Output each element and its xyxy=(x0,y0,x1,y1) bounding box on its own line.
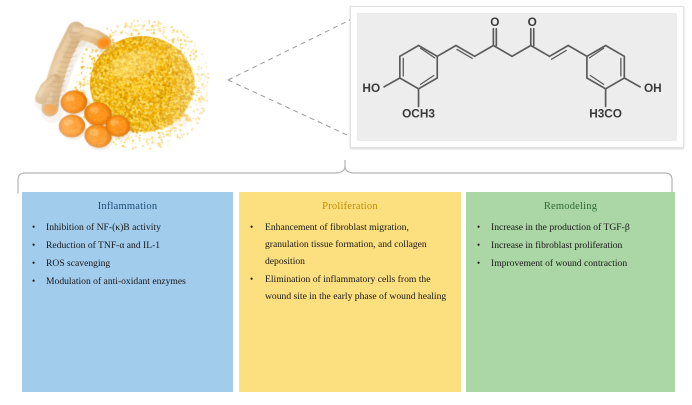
list-item: • ROS scavenging xyxy=(30,255,225,272)
bullet-icon: • xyxy=(32,222,36,232)
label-ketone-left: O xyxy=(490,15,499,29)
bullet-icon: • xyxy=(250,222,254,232)
dashed-zoom-callout xyxy=(227,15,359,141)
turmeric-photo-canvas xyxy=(14,8,230,160)
label-hydroxyl-right: OH xyxy=(644,81,662,95)
curcumin-skeletal-formula: O O HO OH OCH3 H3CO xyxy=(362,15,662,121)
turmeric-photo xyxy=(14,8,230,160)
label-hydroxyl-left: HO xyxy=(362,81,380,95)
list-item: • Reduction of TNF-α and IL-1 xyxy=(30,237,225,254)
category-list-inflammation: • Inhibition of NF-(κ)B activity • Reducti… xyxy=(30,219,225,290)
structure-inner-area: O O HO OH OCH3 H3CO xyxy=(357,13,677,141)
bullet-icon: • xyxy=(477,240,481,250)
category-box-remodeling: Remodeling • Increase in the production o… xyxy=(466,192,675,392)
label-methoxy-left: OCH3 xyxy=(402,106,435,120)
category-list-proliferation: • Enhancement of fibroblast migration, gr… xyxy=(247,219,453,305)
category-title-remodeling: Remodeling xyxy=(543,201,598,212)
list-item: • Inhibition of NF-(κ)B activity xyxy=(30,219,225,236)
curly-brace-connector xyxy=(17,160,673,194)
list-item: • Modulation of anti-oxidant enzymes xyxy=(30,273,225,290)
list-item-text: Increase in fibroblast proliferation xyxy=(491,240,623,251)
bullet-icon: • xyxy=(32,258,36,268)
bullet-icon: • xyxy=(477,222,481,232)
list-item-text: Improvement of wound contraction xyxy=(491,258,628,269)
list-item-text: ROS scavenging xyxy=(46,258,111,269)
list-item-text: Inhibition of NF-(κ)B activity xyxy=(46,222,161,233)
list-item-text: Enhancement of fibroblast migration, gra… xyxy=(265,222,427,267)
list-item-text: Modulation of anti-oxidant enzymes xyxy=(46,276,186,287)
bullet-icon: • xyxy=(32,240,36,250)
category-list-remodeling: • Increase in the production of TGF-β • In… xyxy=(474,219,667,272)
list-item: • Increase in the production of TGF-β xyxy=(474,219,667,236)
list-item-text: Elimination of inflammatory cells from t… xyxy=(265,274,447,302)
label-methoxy-right: H3CO xyxy=(589,106,622,120)
bullet-icon: • xyxy=(250,274,254,284)
category-box-proliferation: Proliferation • Enhancement of fibroblast… xyxy=(239,192,461,392)
list-item: • Enhancement of fibroblast migration, gr… xyxy=(247,219,453,270)
bullet-icon: • xyxy=(477,258,481,268)
category-box-inflammation: Inflammation • Inhibition of NF-(κ)B acti… xyxy=(22,192,233,392)
list-item: • Elimination of inflammatory cells from … xyxy=(247,271,453,305)
curcumin-structure-panel: O O HO OH OCH3 H3CO xyxy=(350,6,684,148)
label-ketone-right: O xyxy=(528,15,537,29)
list-item: • Improvement of wound contraction xyxy=(474,255,667,272)
category-title-inflammation: Inflammation xyxy=(97,201,158,212)
category-title-proliferation: Proliferation xyxy=(322,201,378,212)
bullet-icon: • xyxy=(32,276,36,286)
list-item: • Increase in fibroblast proliferation xyxy=(474,237,667,254)
list-item-text: Reduction of TNF-α and IL-1 xyxy=(46,240,161,251)
list-item-text: Increase in the production of TGF-β xyxy=(491,222,630,233)
